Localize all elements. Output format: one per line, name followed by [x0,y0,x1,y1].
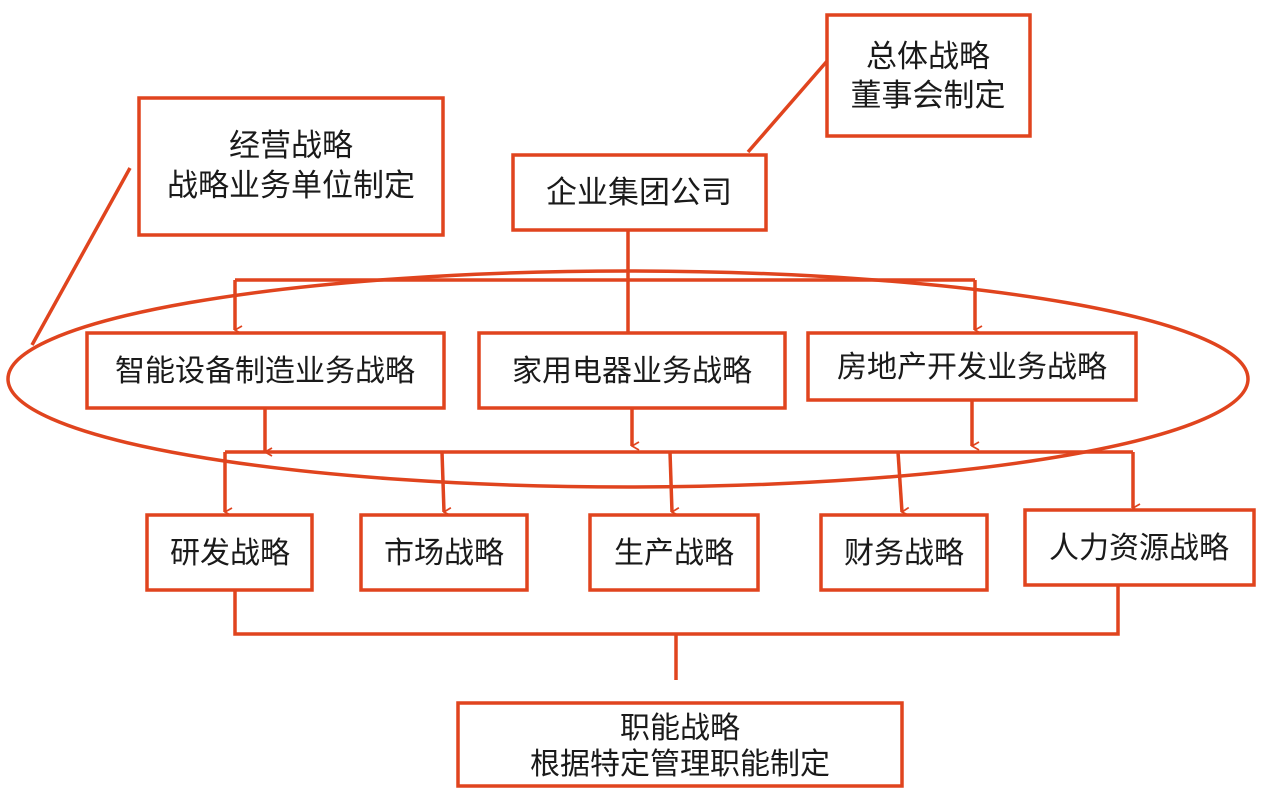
business-strategy-line1: 经营战略 [229,128,353,164]
rnd-label: 研发战略 [170,536,290,571]
finance-label: 财务战略 [844,536,964,571]
arrow-to-market [440,451,444,512]
home-appliance-box: 家用电器业务战略 [477,331,787,410]
overall-callout-line [746,58,830,154]
smart-equipment-box: 智能设备制造业务战略 [85,331,446,410]
market-label: 市场战略 [384,536,504,571]
arrow-to-finance [896,451,902,512]
smart-equipment-label: 智能设备制造业务战略 [115,354,415,389]
overall-strategy-line2: 董事会制定 [851,78,1006,114]
functional-strategy-box: 职能战略 根据特定管理职能制定 [456,701,904,788]
real-estate-box: 房地产开发业务战略 [806,331,1138,402]
business-strategy-line2: 战略业务单位制定 [167,168,415,204]
business-strategy-box: 经营战略 战略业务单位制定 [137,96,445,237]
production-label: 生产战略 [614,536,734,571]
group-company-box: 企业集团公司 [511,153,768,232]
finance-box: 财务战略 [819,513,989,592]
overall-strategy-box: 总体战略 董事会制定 [825,13,1032,138]
group-company-label: 企业集团公司 [546,175,732,211]
business-callout-line [30,167,132,346]
production-box: 生产战略 [588,513,760,592]
home-appliance-label: 家用电器业务战略 [512,354,752,389]
market-box: 市场战略 [359,513,529,592]
overall-strategy-line1: 总体战略 [866,39,990,75]
arrow-to-production [668,451,672,512]
real-estate-label: 房地产开发业务战略 [837,350,1107,385]
functional-merge-bracket [233,585,1120,636]
functional-strategy-line2: 根据特定管理职能制定 [530,747,830,782]
hr-label: 人力资源战略 [1049,531,1229,566]
functional-strategy-line1: 职能战略 [620,711,740,746]
hr-box: 人力资源战略 [1023,508,1256,587]
rnd-box: 研发战略 [145,513,314,592]
